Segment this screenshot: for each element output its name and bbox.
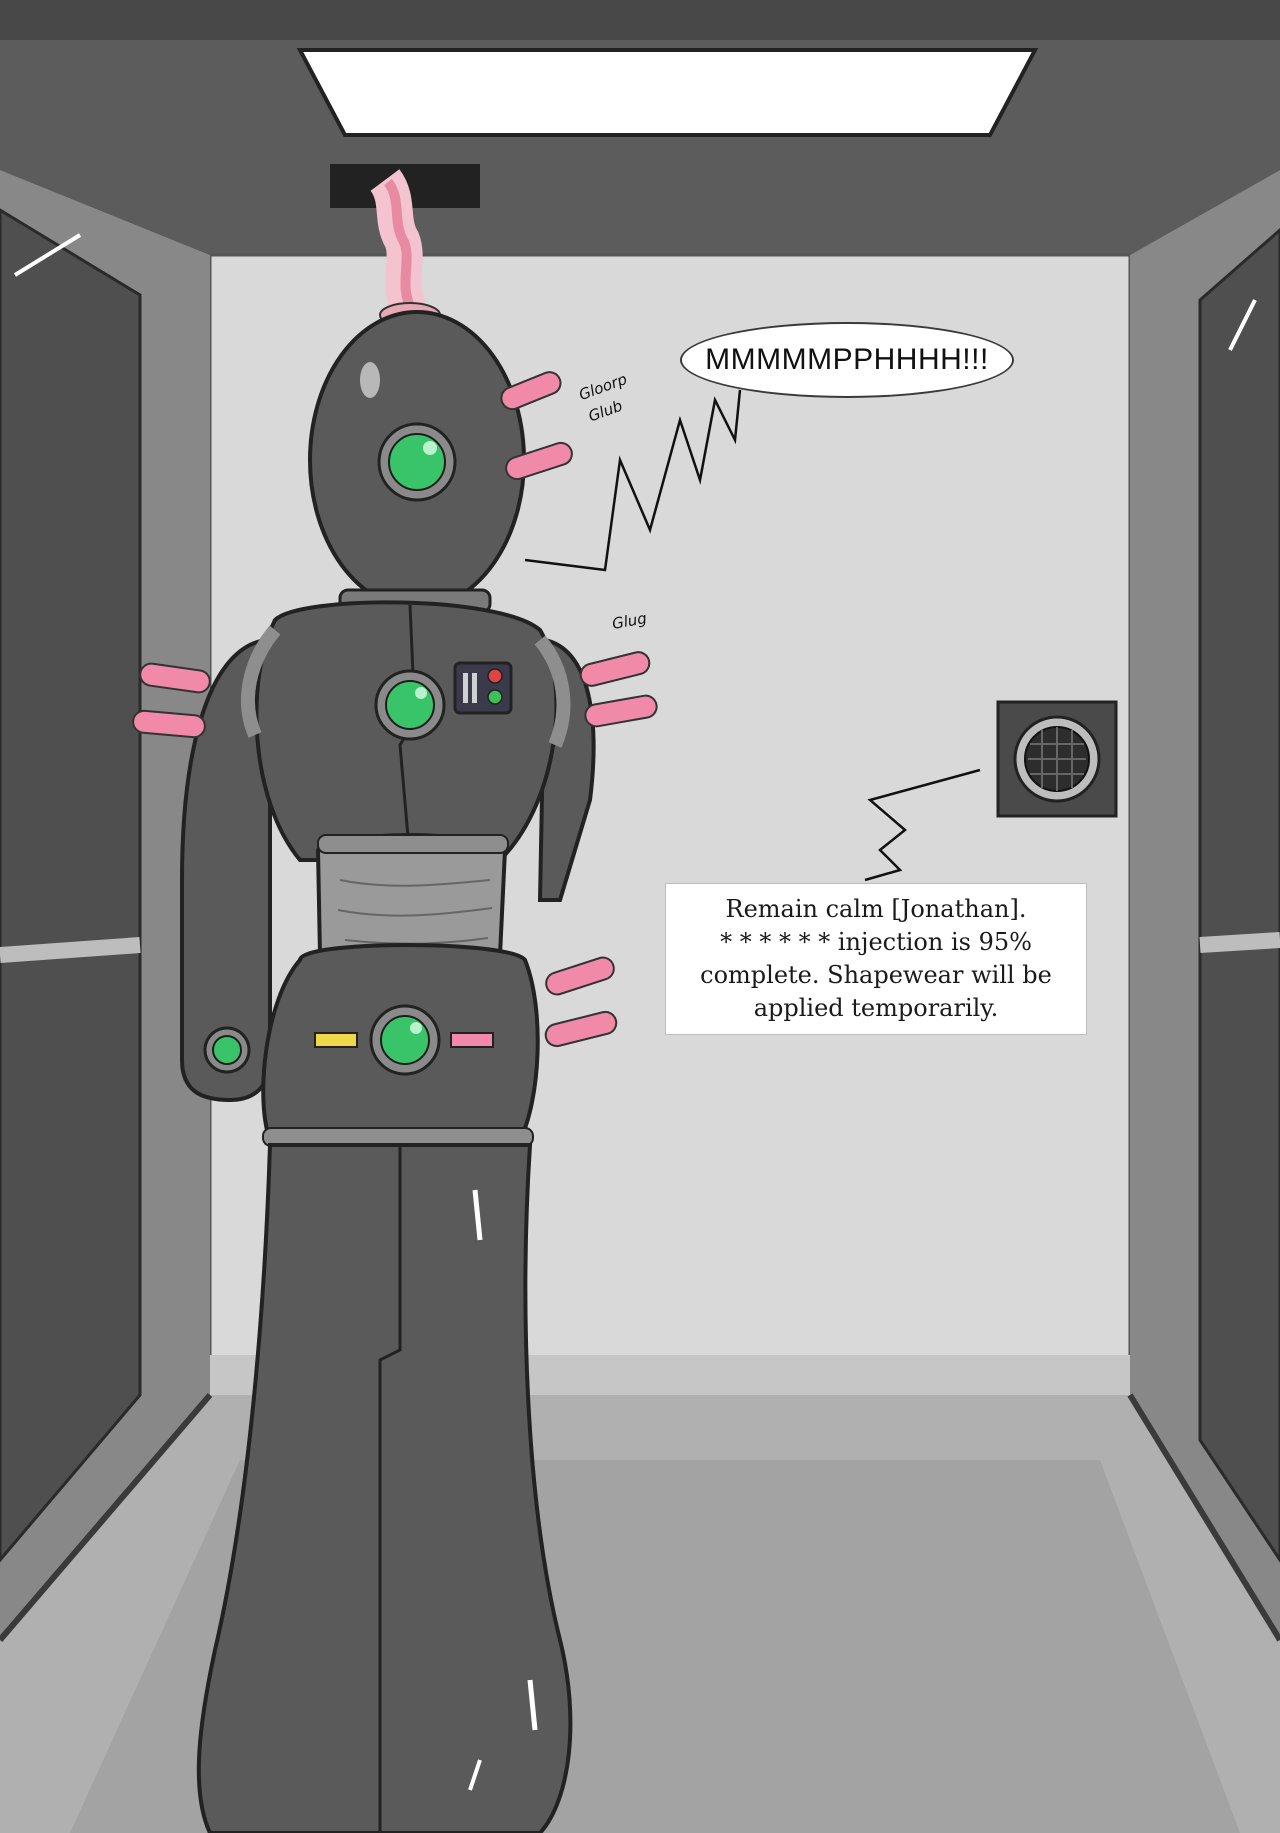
hip-lens	[380, 1015, 430, 1065]
right-window	[1198, 228, 1280, 1563]
hip-indicator-pink	[450, 1032, 494, 1048]
head-lens	[388, 433, 446, 491]
hip-indicator-yellow	[314, 1032, 358, 1048]
announcement-line-2: * * * * * * injection is 95%	[720, 928, 1032, 956]
chest-lens	[385, 680, 435, 730]
announcement-line-3: complete. Shapewear will be	[700, 961, 1052, 989]
suit-left-arm	[180, 637, 272, 1103]
announcement-line-4: applied temporarily.	[753, 994, 999, 1022]
ceiling-light	[296, 48, 1039, 137]
left-window	[0, 208, 142, 1563]
speech-text: MMMMMPPHHHH!!!	[705, 343, 989, 376]
announcement-line-1: Remain calm [Jonathan].	[725, 895, 1027, 923]
announcement-box: Remain calm [Jonathan]. * * * * * * inje…	[665, 883, 1087, 1035]
speech-bubble: MMMMMPPHHHH!!!	[680, 322, 1014, 398]
